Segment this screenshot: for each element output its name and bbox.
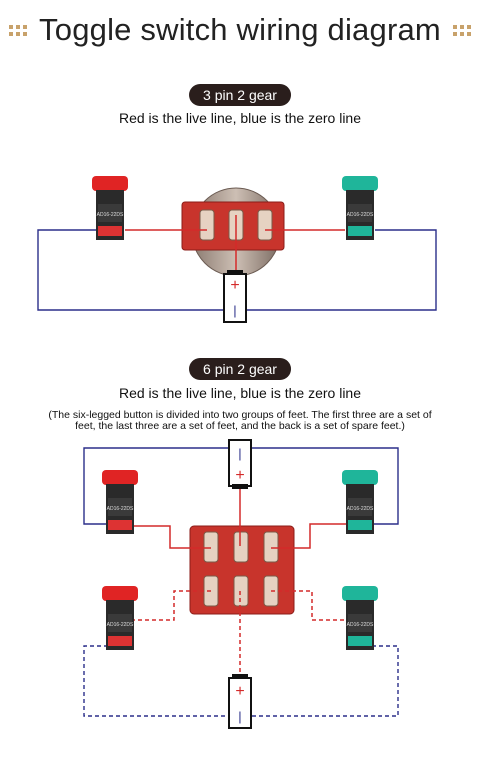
lamp-model-text: AD16-22DS xyxy=(347,212,374,218)
title-dots-right-icon xyxy=(452,24,471,36)
battery-minus-label: | xyxy=(233,303,236,318)
battery-top: | + xyxy=(228,439,252,489)
note-6-pin: (The six-legged button is divided into t… xyxy=(48,409,432,432)
battery-bottom: + | xyxy=(228,674,252,729)
indicator-lamp-red-top: AD16-22DS xyxy=(102,470,138,534)
page-title: Toggle switch wiring diagram xyxy=(39,12,441,47)
indicator-lamp-red-bottom: AD16-22DS xyxy=(102,586,138,650)
battery-minus-label: | xyxy=(238,446,241,461)
neutral-wire-bottom xyxy=(83,645,399,717)
live-wires-3pin xyxy=(125,215,345,272)
caption-3-pin: Red is the live line, blue is the zero l… xyxy=(118,110,362,126)
toggle-switch-3pin xyxy=(181,201,285,251)
indicator-lamp-green-top: AD16-22DS xyxy=(342,470,378,534)
battery-plus-label: + xyxy=(230,277,239,294)
lamp-model-text: AD16-22DS xyxy=(97,212,124,218)
indicator-lamp-green-bottom: AD16-22DS xyxy=(342,586,378,650)
battery-plus-label: + xyxy=(235,683,244,700)
toggle-switch-6pin xyxy=(189,525,295,615)
caption-6-pin: Red is the live line, blue is the zero l… xyxy=(118,385,362,401)
neutral-wire-top xyxy=(83,447,399,525)
battery-minus-label: | xyxy=(238,709,241,724)
lamp-model-text: AD16-22DS xyxy=(347,506,374,512)
indicator-lamp-red: AD16-22DS xyxy=(92,176,128,240)
title-dots-left-icon xyxy=(9,24,28,36)
indicator-lamp-green: AD16-22DS xyxy=(342,176,378,240)
diagram-6-pin: | + + | AD16-22DS AD16-22DS AD16-22DS AD… xyxy=(83,439,399,729)
lamp-model-text: AD16-22DS xyxy=(107,506,134,512)
lamp-model-text: AD16-22DS xyxy=(347,622,374,628)
battery-3pin: + | xyxy=(223,270,247,323)
title-row: Toggle switch wiring diagram xyxy=(0,8,480,52)
live-wires-bottom-group xyxy=(130,590,350,676)
badge-3-pin: 3 pin 2 gear xyxy=(189,84,291,106)
diagram-3-pin: + | AD16-22DS AD16-22DS xyxy=(37,176,437,323)
live-wires-top-group xyxy=(130,486,350,549)
battery-plus-label: + xyxy=(235,467,244,484)
neutral-wire-loop xyxy=(37,229,437,311)
badge-6-pin: 6 pin 2 gear xyxy=(189,358,291,380)
lamp-model-text: AD16-22DS xyxy=(107,622,134,628)
